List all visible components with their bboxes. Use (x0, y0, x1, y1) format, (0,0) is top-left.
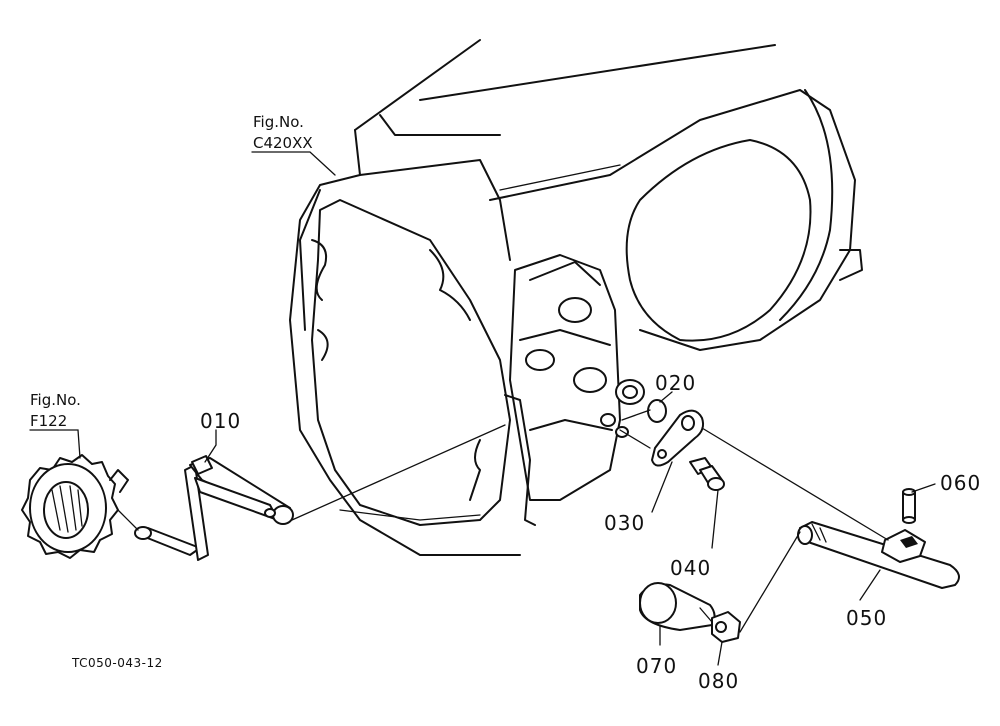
part-040-bolt (689, 457, 725, 491)
leader-lines (29, 151, 936, 666)
part-070-knob (639, 582, 716, 631)
part-080-nut (711, 611, 741, 643)
callout-060: 060 (940, 471, 981, 495)
part-020-o-ring (647, 399, 667, 423)
gear-f122 (21, 454, 129, 559)
part-010-shift-arm (134, 455, 294, 561)
part-050-shift-lever (797, 521, 960, 589)
callout-010: 010 (200, 409, 241, 433)
callout-020: 020 (655, 371, 696, 395)
callout-030: 030 (604, 511, 645, 535)
fig-ref-gear-line1: Fig.No. (30, 391, 81, 409)
transmission-housing (289, 39, 863, 556)
fig-ref-line2: C420XX (253, 134, 313, 152)
fig-ref-line1: Fig.No. (253, 113, 304, 131)
callout-040: 040 (670, 556, 711, 580)
fig-ref-gear-line2: F122 (30, 412, 67, 430)
callout-080: 080 (698, 669, 739, 693)
callout-070: 070 (636, 654, 677, 678)
figure-reference-transmission: Fig.No. C420XX (253, 113, 313, 152)
part-030-plate (651, 409, 705, 467)
callout-050: 050 (846, 606, 887, 630)
diagram-code: TC050-043-12 (71, 656, 163, 670)
figure-reference-gear: Fig.No. F122 (30, 391, 81, 430)
part-060-pin (902, 488, 916, 524)
